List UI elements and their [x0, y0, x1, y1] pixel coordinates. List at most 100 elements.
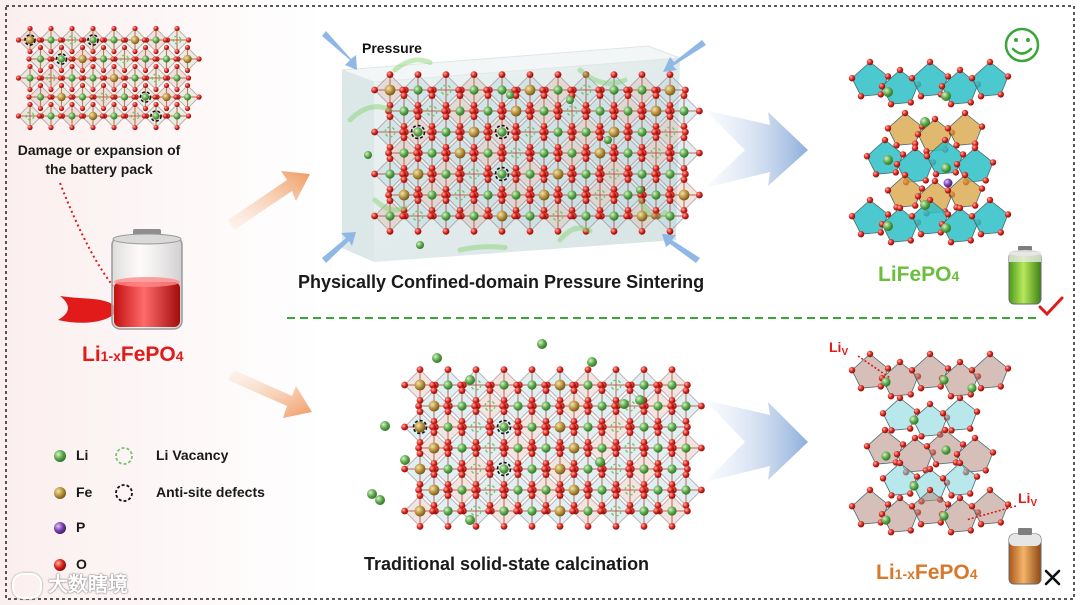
lithium-atom: [665, 211, 675, 221]
bottom-process-caption: Traditional solid-state calcination: [364, 554, 650, 574]
oxygen-atom: [582, 113, 590, 120]
oxygen-atom: [857, 521, 865, 528]
oxygen-atom: [556, 439, 564, 446]
oxygen-atom: [553, 149, 560, 157]
oxygen-atom: [668, 439, 676, 446]
oxygen-atom: [583, 486, 590, 494]
oxygen-atom: [967, 425, 974, 432]
oxygen-atom: [27, 63, 33, 70]
li-vacancy-marker: [552, 210, 564, 222]
li-vacancy-marker: [470, 463, 482, 475]
li-vacancy-marker: [484, 484, 496, 496]
oxygen-atom: [666, 144, 674, 151]
oxygen-atom: [682, 212, 689, 220]
lithium-atom: [427, 148, 437, 158]
lithium-atom: [455, 106, 465, 116]
oxygen-atom: [947, 239, 955, 246]
oxygen-atom: [444, 481, 452, 488]
oxygen-atom: [651, 128, 658, 136]
lithium-atom: [152, 112, 160, 120]
formula-base: Li: [876, 561, 895, 584]
li-vacancy-marker: [524, 126, 536, 138]
oxygen-atom: [698, 486, 705, 494]
antisite-defect-marker: [494, 124, 510, 140]
lithium-atom: [553, 127, 563, 137]
oxygen-atom: [977, 231, 985, 238]
lithium-atom: [399, 106, 409, 116]
oxygen-atom: [899, 151, 907, 158]
oxygen-atom: [472, 492, 480, 499]
oxygen-atom: [457, 423, 464, 431]
lithium-atom: [581, 211, 591, 221]
li-vacancy-marker: [468, 168, 480, 180]
product-lifepo4-label: LiFePO4: [878, 263, 959, 287]
oxygen-atom: [511, 170, 518, 178]
oxygen-atom: [947, 101, 955, 108]
li-vacancy-marker: [610, 505, 622, 517]
lithium-atom: [667, 380, 677, 390]
lithium-atom: [653, 485, 663, 495]
oxygen-atom: [696, 107, 703, 115]
oxygen-atom: [684, 423, 691, 431]
lithium-atom: [637, 85, 647, 95]
bottom-crystal-structure: [367, 339, 705, 530]
oxygen-atom: [416, 439, 424, 446]
oxygen-atom: [470, 71, 478, 78]
oxygen-atom: [884, 365, 892, 372]
start-formula-label: Li1-xFePO4: [82, 343, 184, 367]
oxygen-atom: [386, 144, 394, 151]
oxygen-atom: [666, 155, 674, 163]
oxygen-atom: [513, 381, 520, 389]
oxygen-atom: [956, 494, 964, 502]
oxygen-atom: [665, 149, 672, 157]
oxygen-atom: [470, 186, 478, 193]
oxygen-atom: [638, 155, 646, 163]
oxygen-atom: [162, 37, 169, 43]
oxygen-atom: [881, 426, 889, 434]
oxygen-atom: [609, 191, 616, 199]
oxygen-atom: [612, 523, 620, 530]
lithium-atom: [364, 151, 372, 159]
oxygen-atom: [185, 113, 192, 119]
oxygen-atom: [866, 58, 874, 66]
oxygen-atom: [684, 381, 691, 389]
oxygen-atom: [498, 197, 506, 205]
oxygen-atom: [977, 93, 985, 100]
lithium-atom: [443, 380, 453, 390]
iron-atom: [554, 463, 566, 475]
oxygen-atom: [472, 481, 480, 488]
oxygen-atom: [500, 408, 508, 415]
oxygen-atom: [907, 490, 914, 497]
lithium-atom: [497, 127, 507, 137]
oxygen-atom: [174, 101, 180, 108]
lithium-atom: [499, 506, 509, 516]
oxygen-atom: [120, 113, 127, 119]
oxygen-atom: [36, 113, 43, 119]
oxygen-atom: [69, 86, 75, 93]
oxygen-atom: [611, 402, 618, 410]
oxygen-atom: [598, 387, 606, 394]
dotted-border: [5, 5, 1075, 600]
oxygen-atom: [926, 58, 934, 66]
octahedron: [971, 61, 1009, 97]
oxygen-atom: [879, 475, 887, 482]
oxygen-atom: [497, 149, 504, 157]
lithium-atom: [499, 380, 509, 390]
antisite-defect-marker: [139, 91, 152, 103]
oxygen-atom: [1004, 211, 1012, 218]
oxygen-atom: [184, 44, 191, 51]
oxygen-atom: [69, 124, 75, 131]
oxygen-atom: [469, 149, 476, 157]
oxygen-atom: [967, 99, 974, 106]
oxygen-atom: [967, 237, 974, 244]
oxygen-atom: [982, 467, 989, 474]
oxygen-atom: [484, 165, 492, 172]
oxygen-atom: [444, 523, 452, 530]
oxygen-atom: [597, 381, 604, 389]
lithium-atom: [432, 353, 442, 363]
oxygen-atom: [666, 71, 674, 78]
oxygen-atom: [567, 86, 574, 94]
oxygen-atom: [917, 93, 925, 100]
oxygen-atom: [595, 128, 602, 136]
oxygen-atom: [624, 176, 632, 184]
